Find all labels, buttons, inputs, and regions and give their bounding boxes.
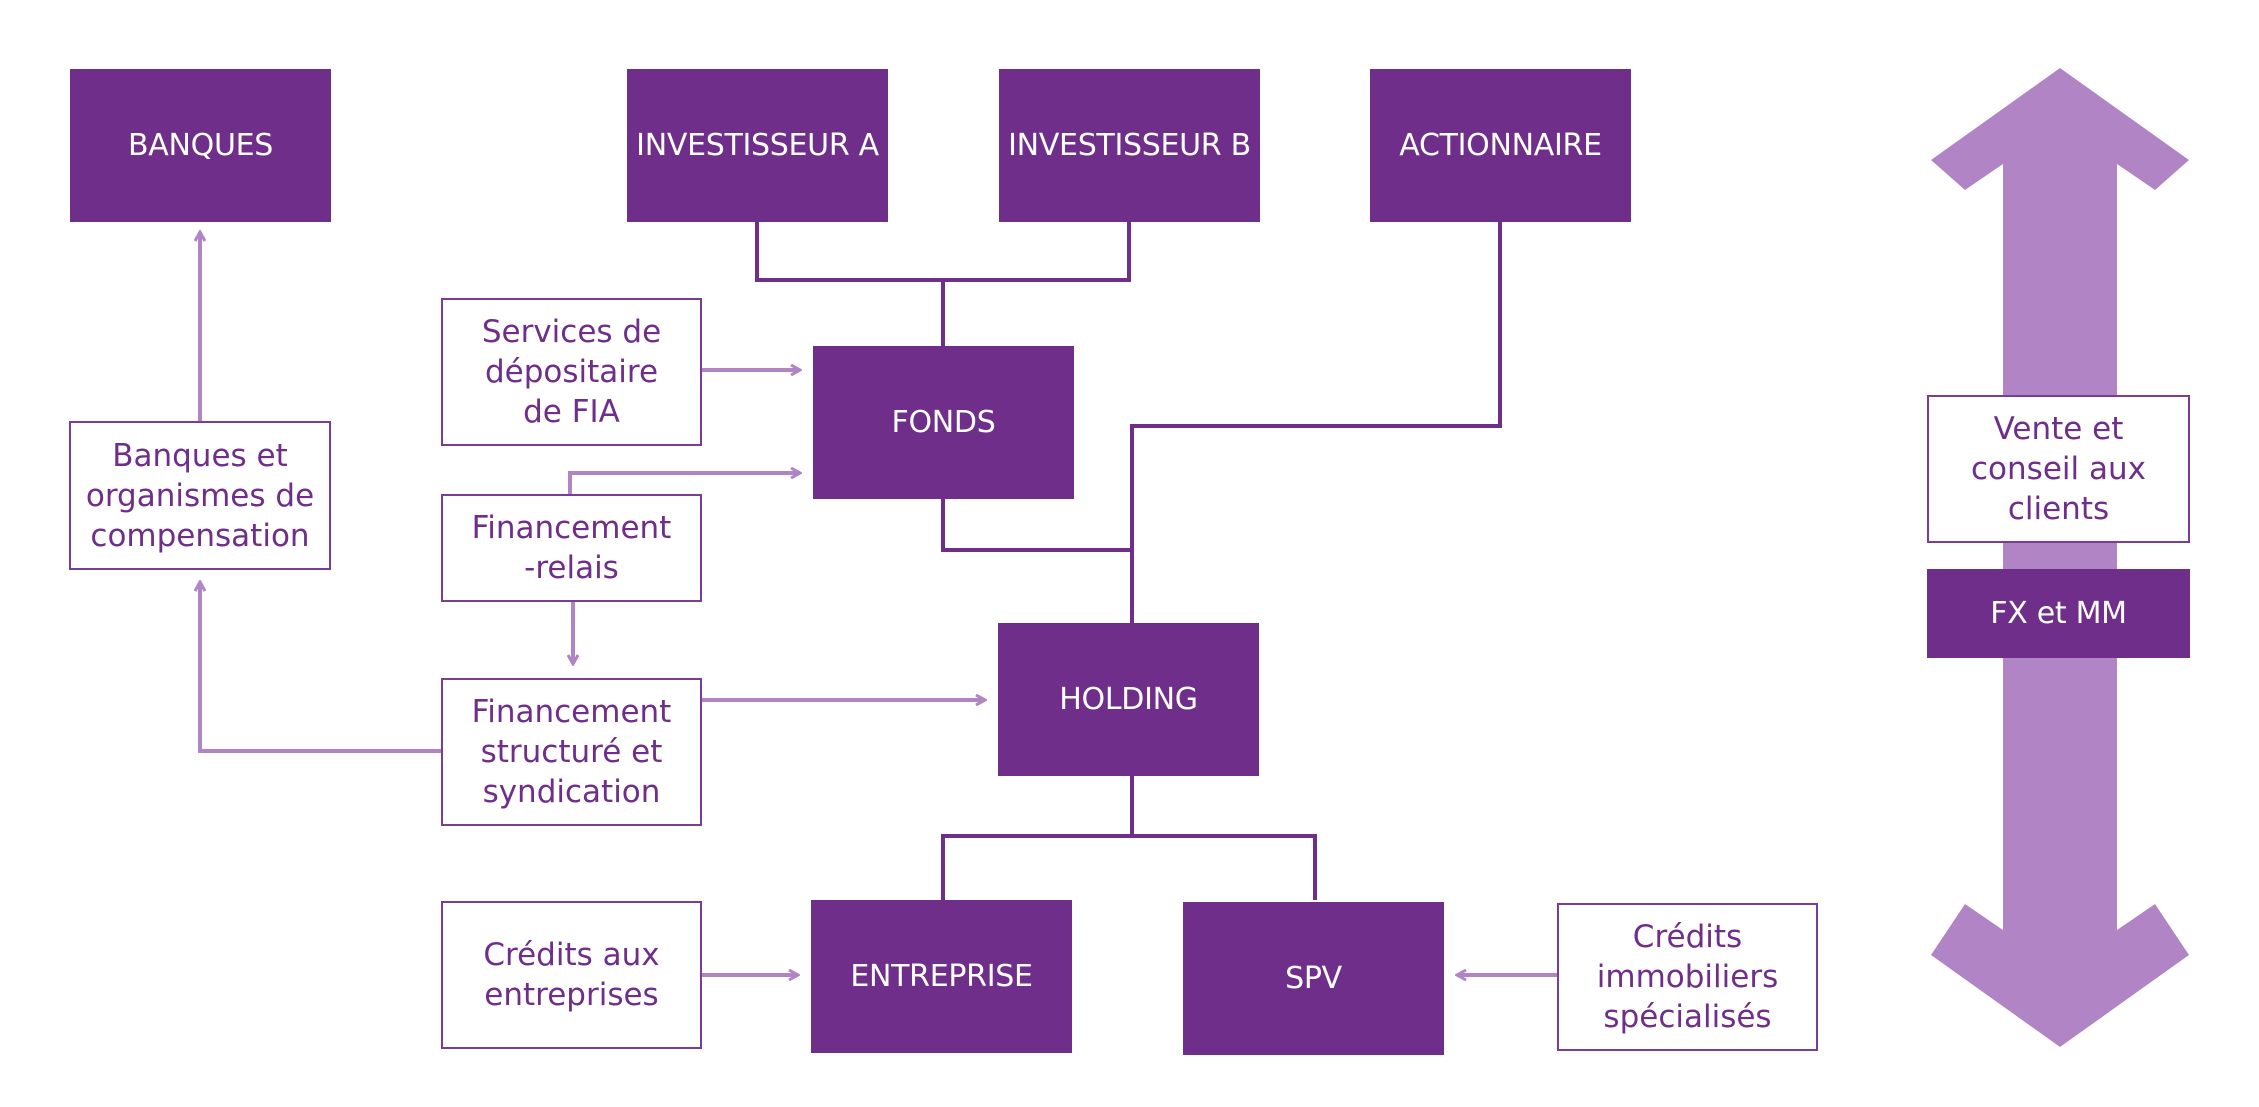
financement-relais-label: Financement -relais: [471, 510, 672, 586]
fx-mm-box: FX et MM: [1927, 569, 2190, 658]
investisseur-a-node: INVESTISSEUR A: [627, 69, 888, 222]
credits-entreprises-label: Crédits aux entreprises: [483, 937, 660, 1013]
entreprise-node: ENTREPRISE: [811, 900, 1072, 1053]
investisseur-b-label: INVESTISSEUR B: [1008, 128, 1251, 163]
financement-structure-label: Financement structuré et syndication: [471, 694, 672, 810]
service-arrows: [200, 232, 1557, 975]
spv-node: SPV: [1183, 902, 1444, 1055]
holding-label: HOLDING: [1059, 682, 1198, 717]
banques-organismes-box: Banques et organismes de compensation: [69, 421, 331, 570]
subsidiaries-bar-line: [941, 834, 1317, 900]
investisseur-a-label: INVESTISSEUR A: [636, 128, 879, 163]
investisseur-b-node: INVESTISSEUR B: [999, 69, 1260, 222]
financement-relais-box: Financement -relais: [441, 494, 702, 602]
actionnaire-label: ACTIONNAIRE: [1399, 128, 1602, 163]
entreprise-label: ENTREPRISE: [850, 959, 1033, 994]
actionnaire-node: ACTIONNAIRE: [1370, 69, 1631, 222]
fonds-label: FONDS: [891, 405, 996, 440]
banques-organismes-label: Banques et organismes de compensation: [85, 437, 315, 554]
fonds-to-holding-line: [941, 497, 1132, 552]
fonds-node: FONDS: [813, 346, 1074, 499]
spv-label: SPV: [1285, 961, 1342, 996]
credits-entreprises-box: Crédits aux entreprises: [441, 901, 702, 1049]
banques-node: BANQUES: [70, 69, 331, 222]
holding-node: HOLDING: [998, 623, 1259, 776]
depositaire-service-label: Services de dépositaire de FIA: [481, 314, 662, 430]
banques-label: BANQUES: [127, 128, 273, 163]
ownership-connectors: [755, 220, 1502, 900]
double-arrow-icon: [1931, 68, 2189, 1047]
financement-structure-box: Financement structuré et syndication: [441, 678, 702, 826]
depositaire-service-box: Services de dépositaire de FIA: [441, 298, 702, 446]
structure-to-banques-organismes-arrow: [200, 582, 441, 753]
credits-immobiliers-box: Crédits immobiliers spécialisés: [1557, 903, 1818, 1051]
actionnaire-to-holding-line: [1130, 220, 1502, 623]
investors-to-fonds-line: [755, 220, 1131, 282]
vente-conseil-label: Vente et conseil aux clients: [1971, 411, 2146, 527]
fx-mm-label: FX et MM: [1990, 596, 2127, 631]
vente-conseil-box: Vente et conseil aux clients: [1927, 395, 2190, 543]
relais-to-fonds-arrow: [568, 473, 800, 494]
credits-immobiliers-label: Crédits immobiliers spécialisés: [1596, 919, 1779, 1035]
